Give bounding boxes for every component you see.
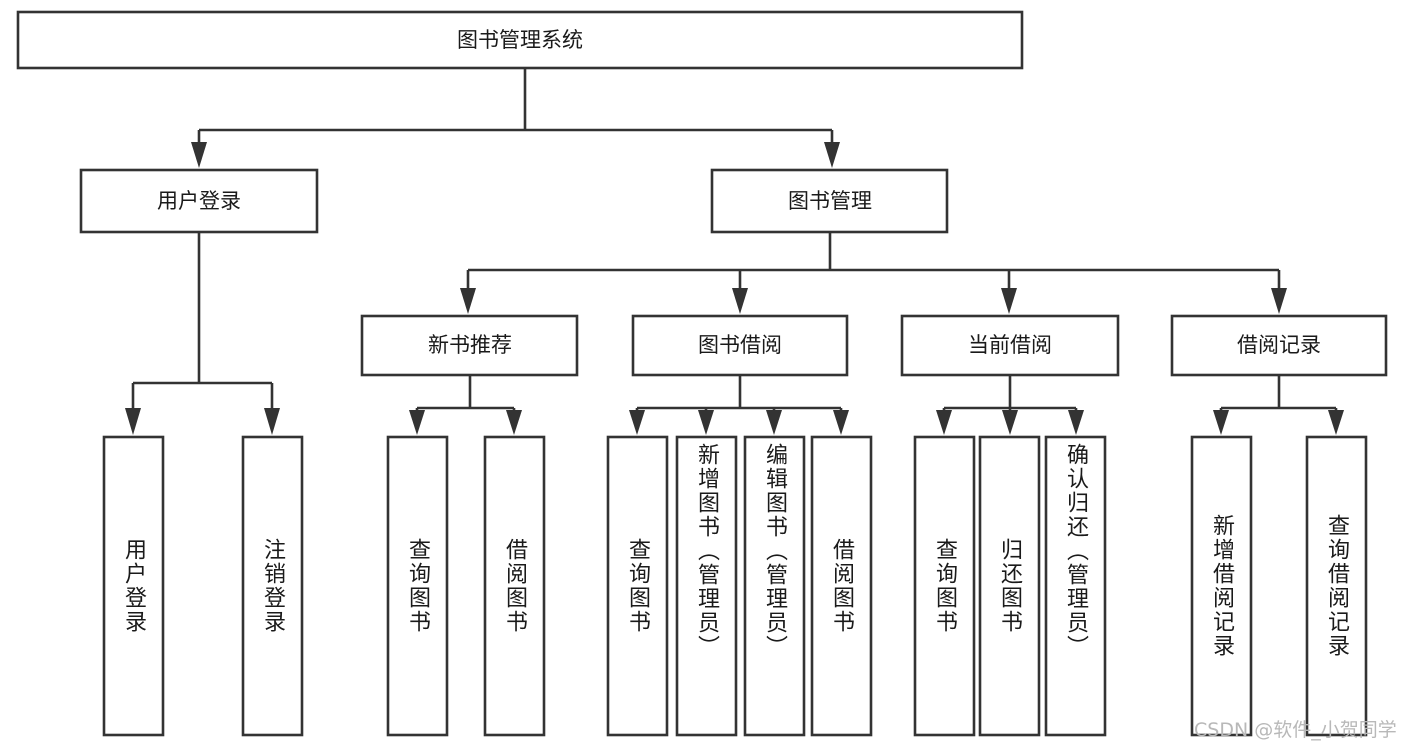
arrow-head-icon: [833, 410, 849, 435]
arrow-head-icon: [264, 408, 280, 435]
arrow-head-icon: [629, 410, 645, 435]
leaf-box-book-borrow-3[interactable]: [810, 435, 873, 737]
arrow-head-icon: [936, 410, 952, 435]
connector-book-management-to-level3: [460, 232, 1287, 314]
leaf-box-new-book-recommend-0[interactable]: [386, 435, 449, 737]
leaf-box-current-borrow-1[interactable]: [978, 435, 1041, 737]
arrow-head-icon: [1068, 410, 1084, 435]
current-borrow-box: [900, 314, 1120, 377]
arrow-head-icon: [1328, 410, 1344, 435]
node-root[interactable]: 图书管理系统: [16, 10, 1024, 70]
book-management-label: 图书管理: [788, 189, 872, 213]
arrow-head-icon: [732, 288, 748, 314]
arrow-head-icon: [460, 288, 476, 314]
connector-root-to-level2: [191, 68, 840, 168]
leaf-box-borrow-record-0[interactable]: [1190, 435, 1253, 737]
arrow-head-icon: [1213, 410, 1229, 435]
node-new-book-recommend[interactable]: 新书推荐: [360, 314, 579, 377]
book-borrow-label: 图书借阅: [698, 333, 782, 357]
leaf-box-book-borrow-1[interactable]: [675, 435, 738, 737]
leaf-box-book-borrow-2[interactable]: [743, 435, 806, 737]
arrow-head-icon: [125, 408, 141, 435]
csdn-watermark: CSDN @软件_小贺同学: [1194, 719, 1397, 741]
leaf-box-current-borrow-0[interactable]: [913, 435, 976, 737]
arrow-head-icon: [698, 410, 714, 435]
leaf-box-current-borrow-2[interactable]: [1044, 435, 1107, 737]
leaf-box-user-login-1[interactable]: [241, 435, 304, 737]
node-user-login[interactable]: 用户登录: [79, 168, 319, 234]
user-login-box: [79, 168, 319, 234]
user-login-label: 用户登录: [157, 189, 241, 213]
node-current-borrow[interactable]: 当前借阅: [900, 314, 1120, 377]
connector-user-login-to-leaves: [125, 232, 280, 435]
connector-new-book-recommend-to-leaves: [409, 375, 522, 435]
borrow-record-label: 借阅记录: [1237, 333, 1321, 357]
arrow-head-icon: [1002, 410, 1018, 435]
leaf-box-new-book-recommend-1[interactable]: [483, 435, 546, 737]
node-book-borrow[interactable]: 图书借阅: [631, 314, 849, 377]
arrow-head-icon: [191, 142, 207, 168]
node-borrow-record[interactable]: 借阅记录: [1170, 314, 1388, 377]
leaf-box-user-login-0[interactable]: [102, 435, 165, 737]
new-book-recommend-label: 新书推荐: [428, 333, 512, 357]
arrow-head-icon: [1271, 288, 1287, 314]
current-borrow-label: 当前借阅: [968, 333, 1052, 357]
root-box: [16, 10, 1024, 70]
arrow-head-icon: [409, 410, 425, 435]
connector-borrow-record-to-leaves: [1213, 375, 1344, 435]
leaf-box-book-borrow-0[interactable]: [606, 435, 669, 737]
arrow-head-icon: [766, 410, 782, 435]
leaf-box-borrow-record-1[interactable]: [1305, 435, 1368, 737]
connector-current-borrow-to-leaves: [936, 375, 1084, 435]
node-book-management[interactable]: 图书管理: [710, 168, 949, 234]
arrow-head-icon: [824, 142, 840, 168]
new-book-recommend-box: [360, 314, 579, 377]
arrow-head-icon: [1001, 288, 1017, 314]
arrow-head-icon: [506, 410, 522, 435]
connector-book-borrow-to-leaves: [629, 375, 849, 435]
root-label: 图书管理系统: [457, 28, 583, 52]
